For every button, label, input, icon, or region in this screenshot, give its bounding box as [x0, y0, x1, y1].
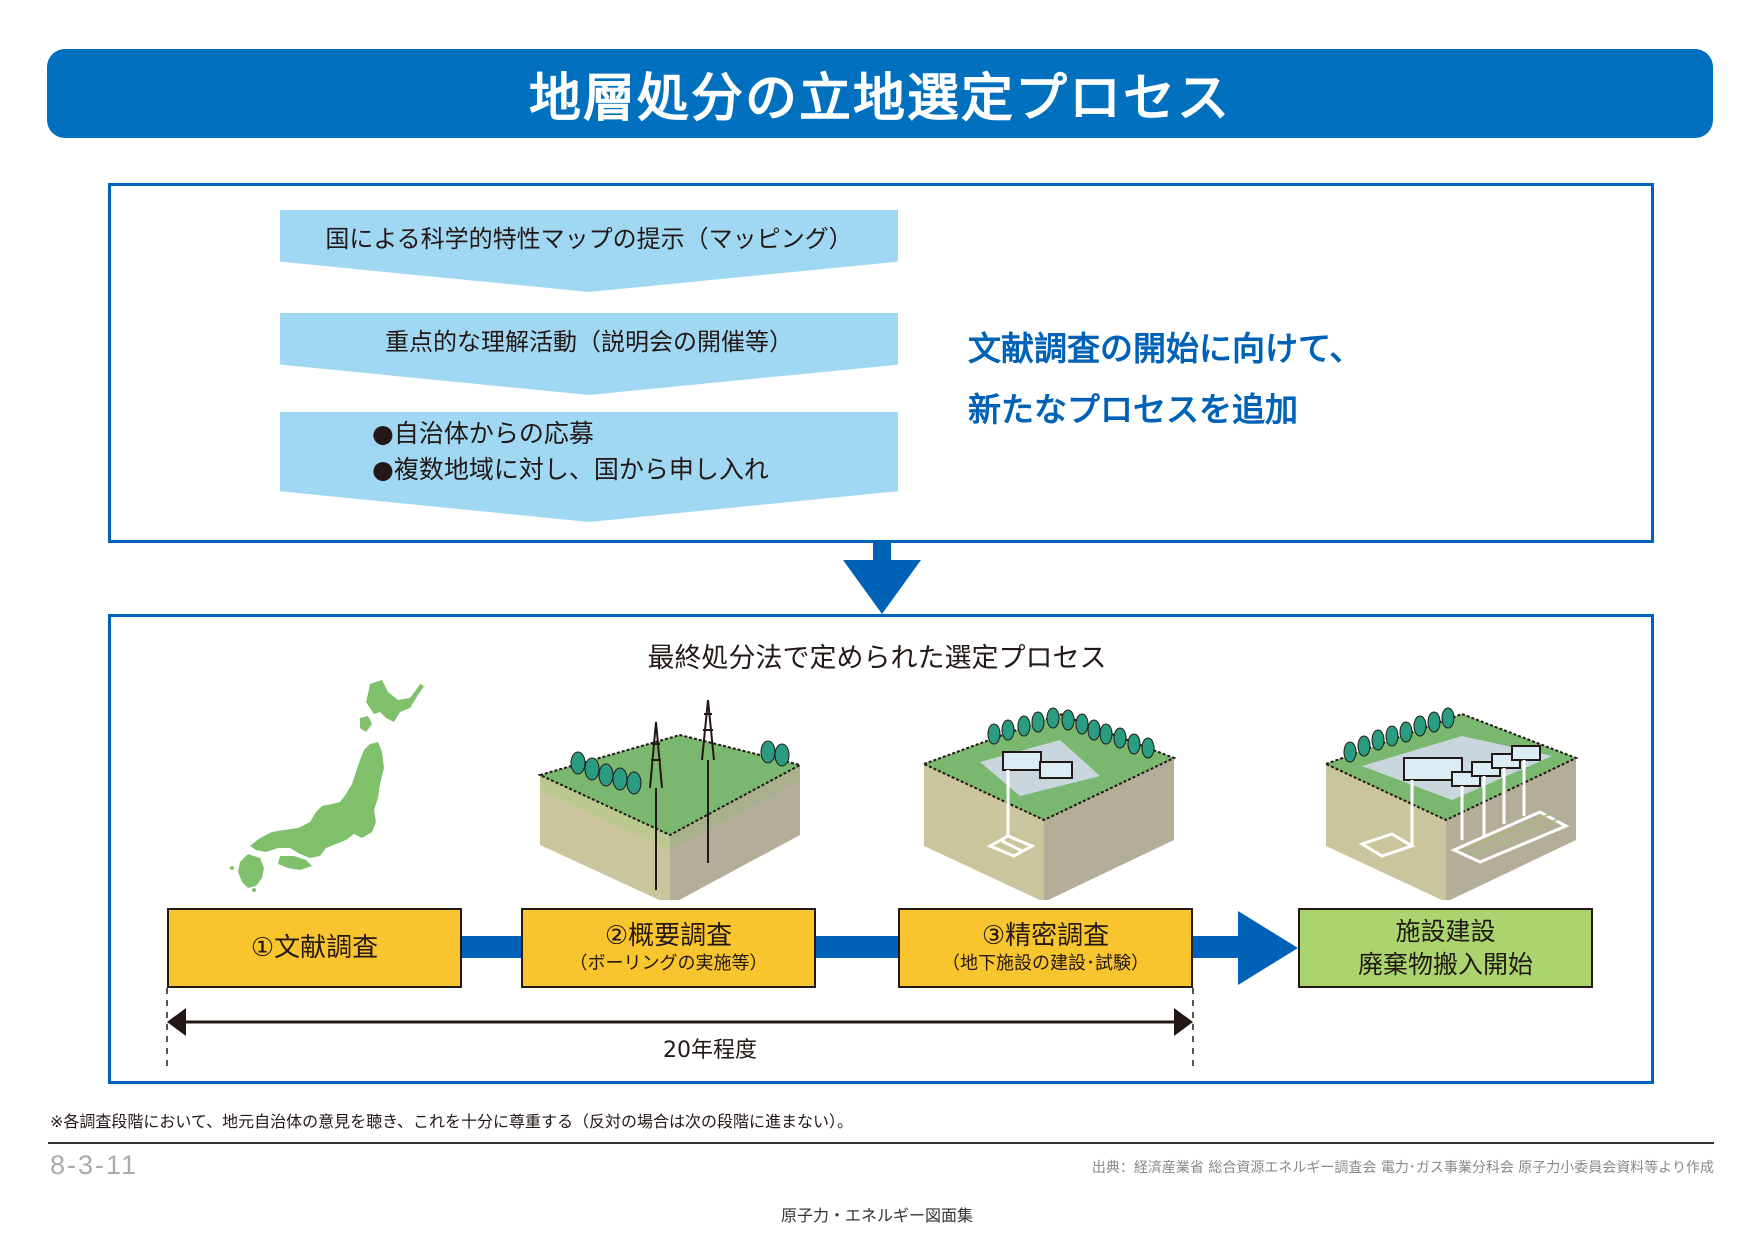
down-arrow-icon [843, 540, 921, 614]
duration-arrow [166, 988, 1194, 1068]
footnote: ※各調査段階において、地元自治体の意見を聴き、これを十分に尊重する（反対の場合は… [50, 1112, 854, 1131]
step-text: 重点的な理解活動（説明会の開催等） [385, 327, 793, 356]
step-connector [816, 936, 899, 958]
footer-divider [48, 1142, 1714, 1144]
highlight-line: 文献調査の開始に向けて、 [968, 329, 1363, 368]
book-title: 原子力・エネルギー図面集 [780, 1206, 973, 1225]
step-connector [462, 936, 522, 958]
step-sublabel: （ボーリングの実施等） [569, 953, 768, 974]
boring-survey-illustration [537, 700, 803, 900]
step-facility-construction: 施設建設 廃棄物搬入開始 [1298, 908, 1593, 988]
page-number: 8-3-11 [50, 1150, 139, 1180]
step-text: ●自治体からの応募 [372, 419, 594, 448]
step-preliminary-survey: ②概要調査 （ボーリングの実施等） [521, 908, 816, 988]
highlight-message: 文献調査の開始に向けて、 新たなプロセスを追加 [968, 318, 1362, 440]
step-literature-survey: ①文献調査 [167, 908, 462, 988]
process-step-application: ●自治体からの応募 ●複数地域に対し、国から申し入れ [280, 412, 898, 522]
detailed-survey-illustration [921, 707, 1177, 900]
step-text: 国による科学的特性マップの提示（マッピング） [325, 224, 853, 253]
step-label: 廃棄物搬入開始 [1357, 950, 1533, 979]
facility-construction-illustration [1323, 707, 1579, 900]
right-arrow-icon [1238, 911, 1298, 985]
title-bar: 地層処分の立地選定プロセス [47, 49, 1713, 138]
japan-map-icon [230, 680, 424, 892]
source-citation: 出典：経済産業省 総合資源エネルギー調査会 電力･ガス事業分科会 原子力小委員会… [1091, 1160, 1714, 1176]
step-label: ③精密調査 [981, 921, 1110, 951]
step-text: ●複数地域に対し、国から申し入れ [372, 455, 769, 484]
legal-process-heading: 最終処分法で定められた選定プロセス [647, 643, 1107, 674]
step-label: ①文献調査 [250, 933, 379, 963]
page-title: 地層処分の立地選定プロセス [528, 69, 1231, 129]
step-detailed-survey: ③精密調査 （地下施設の建設･試験） [898, 908, 1193, 988]
step-label: ②概要調査 [604, 921, 733, 951]
step-sublabel: （地下施設の建設･試験） [942, 953, 1149, 974]
highlight-line: 新たなプロセスを追加 [968, 390, 1298, 429]
step-connector [1193, 936, 1243, 958]
step-label: 施設建設 [1395, 917, 1496, 946]
duration-label: 20年程度 [663, 1038, 757, 1063]
